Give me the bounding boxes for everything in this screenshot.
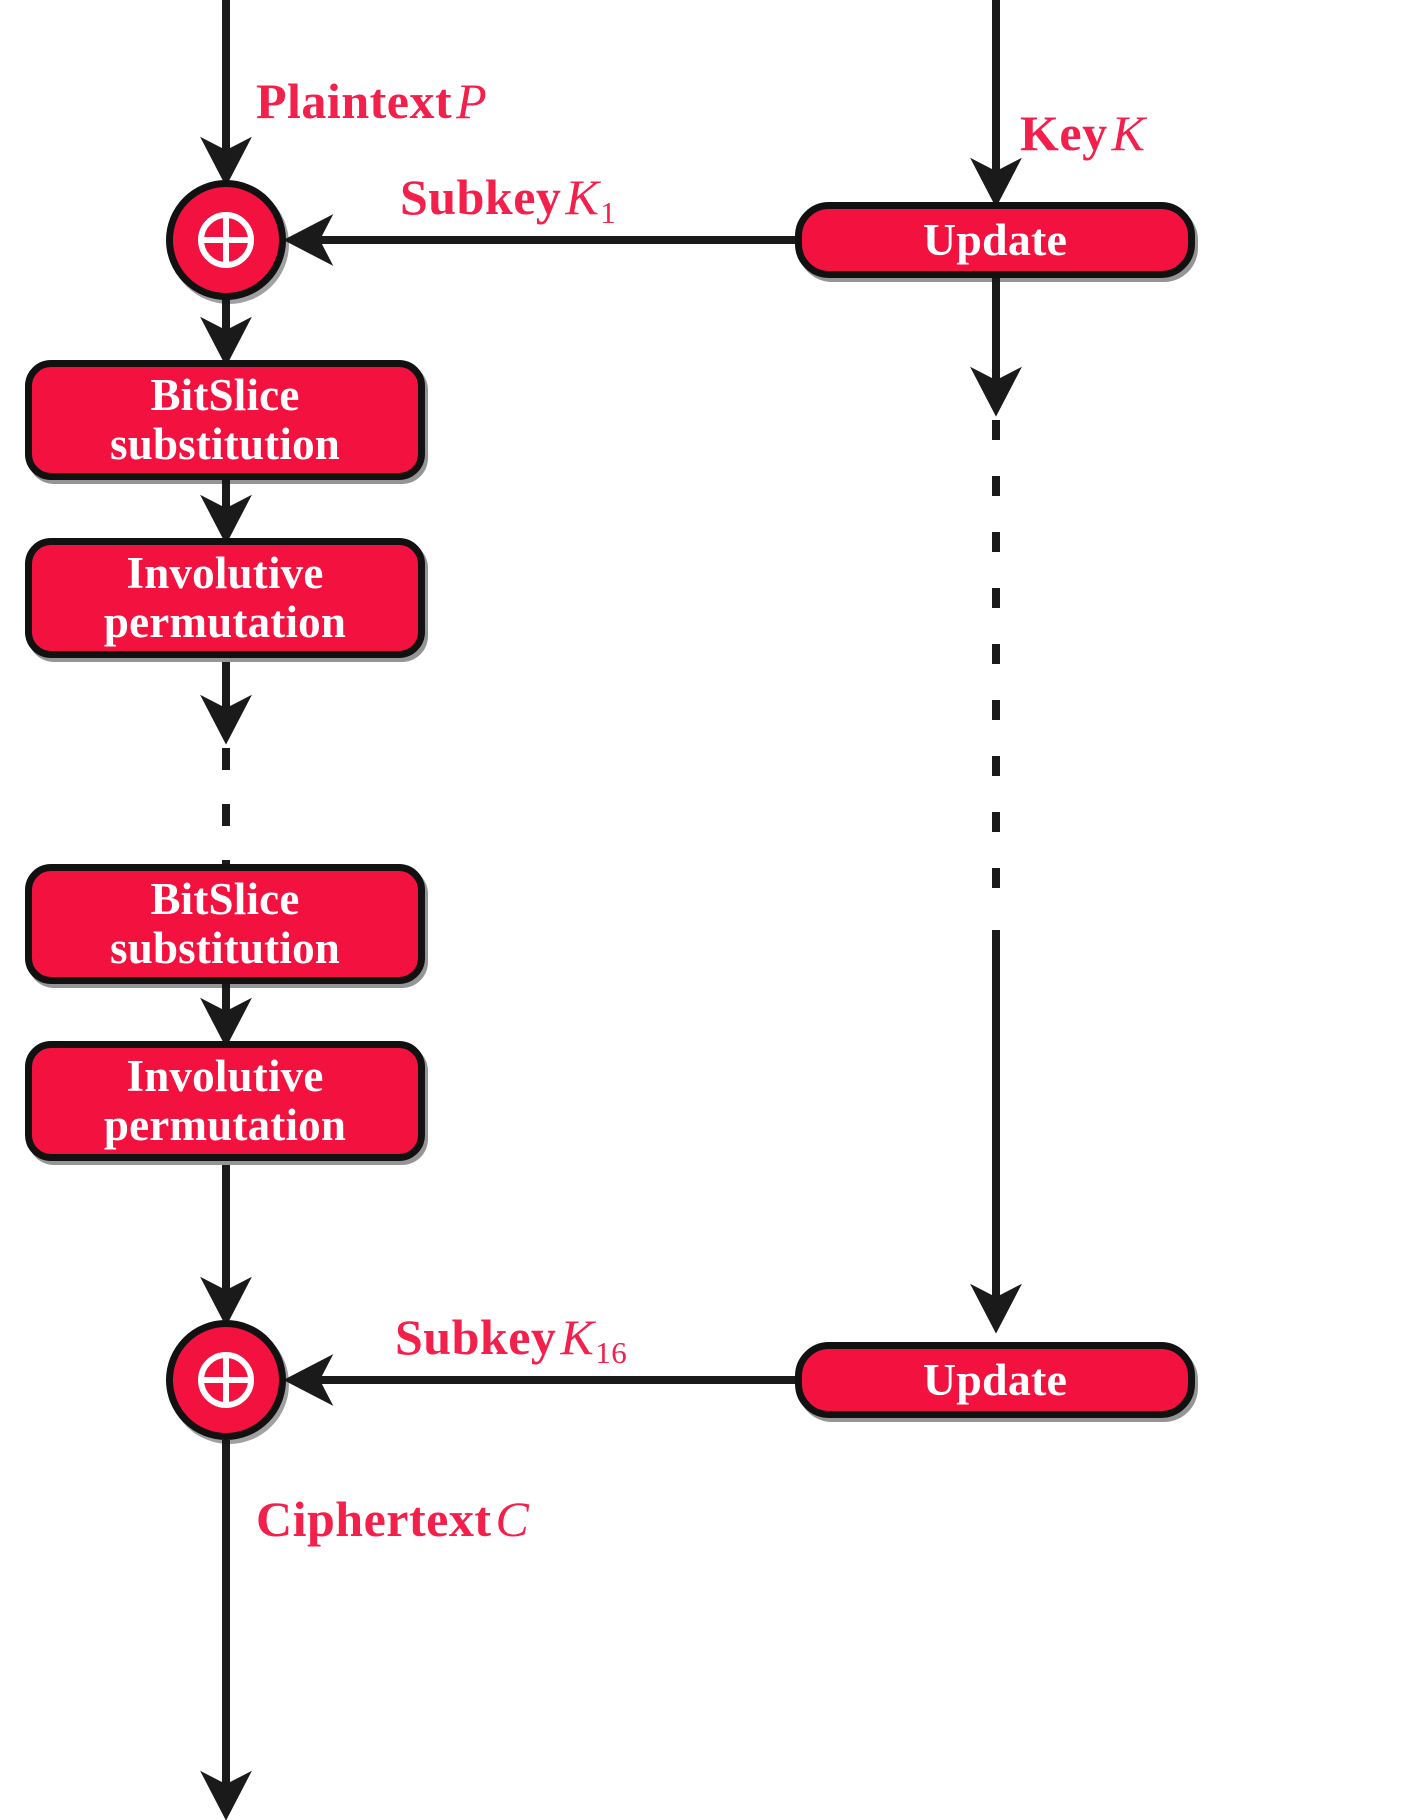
xor-node-top[interactable]	[166, 180, 286, 300]
label-plaintext: PlaintextP	[256, 72, 487, 130]
label-subkey-first-index: 1	[600, 194, 617, 230]
label-subkey-first-text: Subkey	[400, 169, 562, 225]
label-key-var: K	[1111, 105, 1146, 161]
node-label-line1: Update	[922, 214, 1068, 266]
node-label-line1: Involutive	[126, 1051, 324, 1102]
node-key-update-1[interactable]: Update	[795, 202, 1195, 278]
label-subkey-first-var: K1	[565, 169, 617, 230]
label-subkey-last: SubkeyK16	[395, 1308, 628, 1370]
label-subkey-last-text: Subkey	[395, 1309, 557, 1365]
node-label-line2: substitution	[110, 923, 340, 973]
node-key-update-2[interactable]: Update	[795, 1342, 1195, 1418]
label-ciphertext: CiphertextC	[256, 1490, 529, 1548]
label-key-text: Key	[1020, 105, 1108, 161]
label-subkey-last-var: K16	[560, 1309, 628, 1370]
xor-icon	[198, 212, 254, 268]
xor-icon	[198, 1352, 254, 1408]
label-plaintext-text: Plaintext	[256, 73, 453, 129]
node-label-line1: Update	[922, 1354, 1068, 1406]
node-label-line1: BitSlice	[150, 874, 300, 925]
label-key: KeyK	[1020, 104, 1145, 162]
label-subkey-first: SubkeyK1	[400, 168, 617, 230]
label-ciphertext-text: Ciphertext	[256, 1491, 492, 1547]
label-plaintext-var: P	[456, 73, 488, 129]
label-ciphertext-var: C	[495, 1491, 530, 1547]
node-label-line2: substitution	[110, 419, 340, 469]
xor-node-bottom[interactable]	[166, 1320, 286, 1440]
node-label-line2: permutation	[103, 597, 347, 647]
node-label-line2: permutation	[103, 1100, 347, 1150]
label-subkey-last-index: 16	[595, 1334, 628, 1370]
node-label-line1: BitSlice	[150, 370, 300, 421]
node-involutive-permutation-2[interactable]: Involutive permutation	[25, 1041, 425, 1161]
node-bitslice-substitution-1[interactable]: BitSlice substitution	[25, 360, 425, 480]
node-bitslice-substitution-2[interactable]: BitSlice substitution	[25, 864, 425, 984]
node-involutive-permutation-1[interactable]: Involutive permutation	[25, 538, 425, 658]
node-label-line1: Involutive	[126, 548, 324, 599]
